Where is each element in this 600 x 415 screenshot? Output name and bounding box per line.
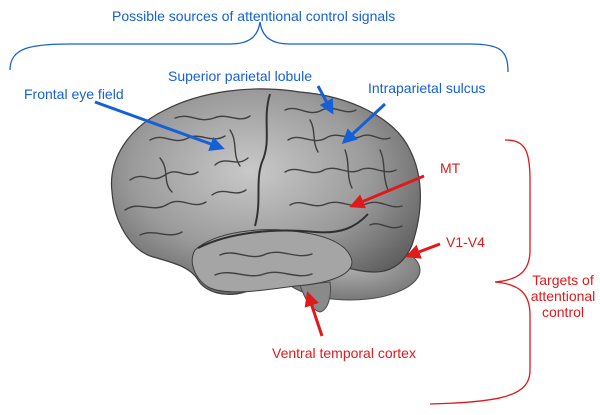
targets-group-label-line3: control (541, 304, 585, 320)
arrow-intraparietal-sulcus (341, 102, 387, 145)
targets-group-label-line2: attentional (530, 288, 596, 304)
label-superior-parietal-lobule: Superior parietal lobule (168, 68, 312, 84)
arrow-mt (349, 174, 425, 209)
label-frontal-eye-field: Frontal eye field (24, 86, 124, 102)
sylvian-fissure (197, 213, 369, 249)
label-v1-v4: V1-V4 (446, 234, 485, 250)
sources-title: Possible sources of attentional control … (112, 8, 396, 24)
arrow-superior-parietal-lobule (316, 85, 334, 115)
brain-illustration (110, 88, 421, 313)
sources-brace (9, 21, 509, 73)
temporal-lobe-shape (191, 229, 353, 293)
label-ventral-temporal-cortex: Ventral temporal cortex (272, 345, 416, 361)
brainstem-shape (299, 281, 331, 313)
arrow-v1-v4 (405, 242, 441, 259)
arrow-frontal-eye-field (94, 100, 225, 151)
label-intraparietal-sulcus: Intraparietal sulcus (368, 80, 486, 96)
targets-brace (429, 139, 531, 405)
arrow-ventral-temporal-cortex (304, 291, 324, 337)
central-sulcus (254, 93, 271, 227)
targets-group-label-line1: Targets of (532, 272, 594, 288)
label-mt: MT (440, 160, 461, 176)
targets-group-label: Targets of attentional control (528, 272, 598, 320)
